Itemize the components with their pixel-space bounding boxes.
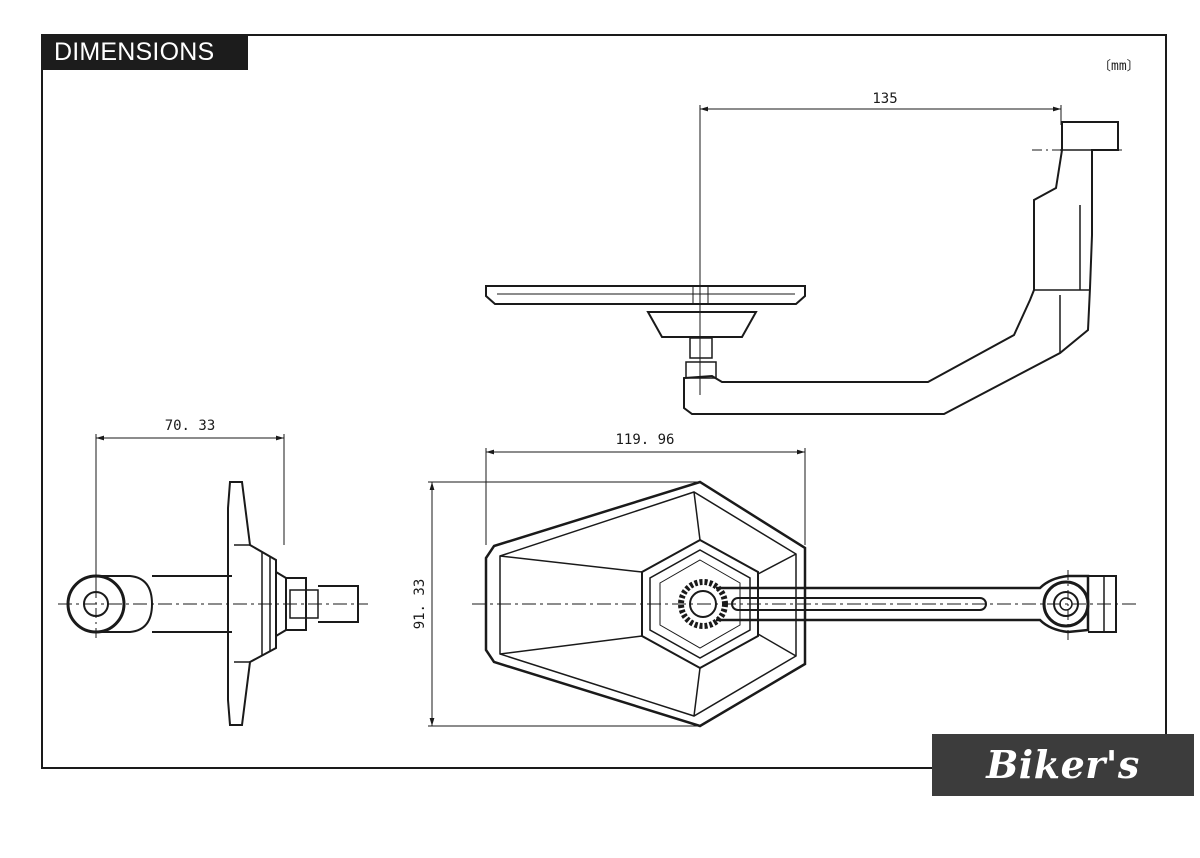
- drawing-frame: [41, 34, 1167, 769]
- hex-hub-core: [659, 559, 741, 649]
- dim-label-70-33: 70. 33: [165, 418, 216, 434]
- technical-drawing: 135 70. 33: [58, 91, 1140, 728]
- arm-edge-line: [1059, 205, 1081, 353]
- mirror-side-edge: [234, 544, 250, 663]
- dim-label-119-96: 119. 96: [615, 432, 674, 448]
- hex-hub-outer: [641, 538, 759, 670]
- mount-bolt-inner: [1053, 591, 1079, 617]
- mirror-facet-lines: [499, 491, 797, 717]
- mirror-hub: [275, 571, 287, 637]
- bolt-end-inner: [83, 591, 109, 617]
- joint-inner: [289, 589, 319, 619]
- joint-housing: [286, 577, 307, 631]
- mount-bolt-outer: [1042, 580, 1090, 628]
- arm-end-lobe: [96, 575, 154, 633]
- mirror-side-edge: [261, 552, 271, 656]
- mirror-arm-profile: [683, 121, 1119, 415]
- mount-stem: [318, 585, 359, 623]
- arm-shaft: [152, 575, 232, 633]
- hub-logo-ring: [678, 579, 728, 629]
- mirror-edge-profile: [485, 285, 806, 305]
- arm-mount-block: [1088, 575, 1117, 633]
- unit-label: 〔mm〕: [1098, 59, 1140, 74]
- front-view: 119. 96 91. 33: [412, 432, 1140, 728]
- hex-hub-inner: [649, 549, 751, 659]
- store-logo: Biker's Store: [932, 734, 1194, 849]
- mirror-back-housing: [646, 311, 758, 338]
- dim-label-91-33: 91. 33: [412, 579, 428, 630]
- ball-joint: [689, 337, 713, 359]
- hub-center: [689, 590, 717, 618]
- mirror-outline: [484, 480, 807, 728]
- side-view: 70. 33: [58, 418, 368, 726]
- arm-slot: [731, 597, 987, 611]
- dim-label-135: 135: [872, 91, 897, 107]
- mount-bolt-core: [1059, 597, 1073, 611]
- top-view: 135: [485, 91, 1125, 415]
- store-logo-text: Biker's Store: [986, 742, 1140, 849]
- mirror-stem: [692, 286, 709, 304]
- page-title: DIMENSIONS: [41, 34, 248, 70]
- drawing-sheet: DIMENSIONS 〔mm〕 135: [41, 34, 1194, 849]
